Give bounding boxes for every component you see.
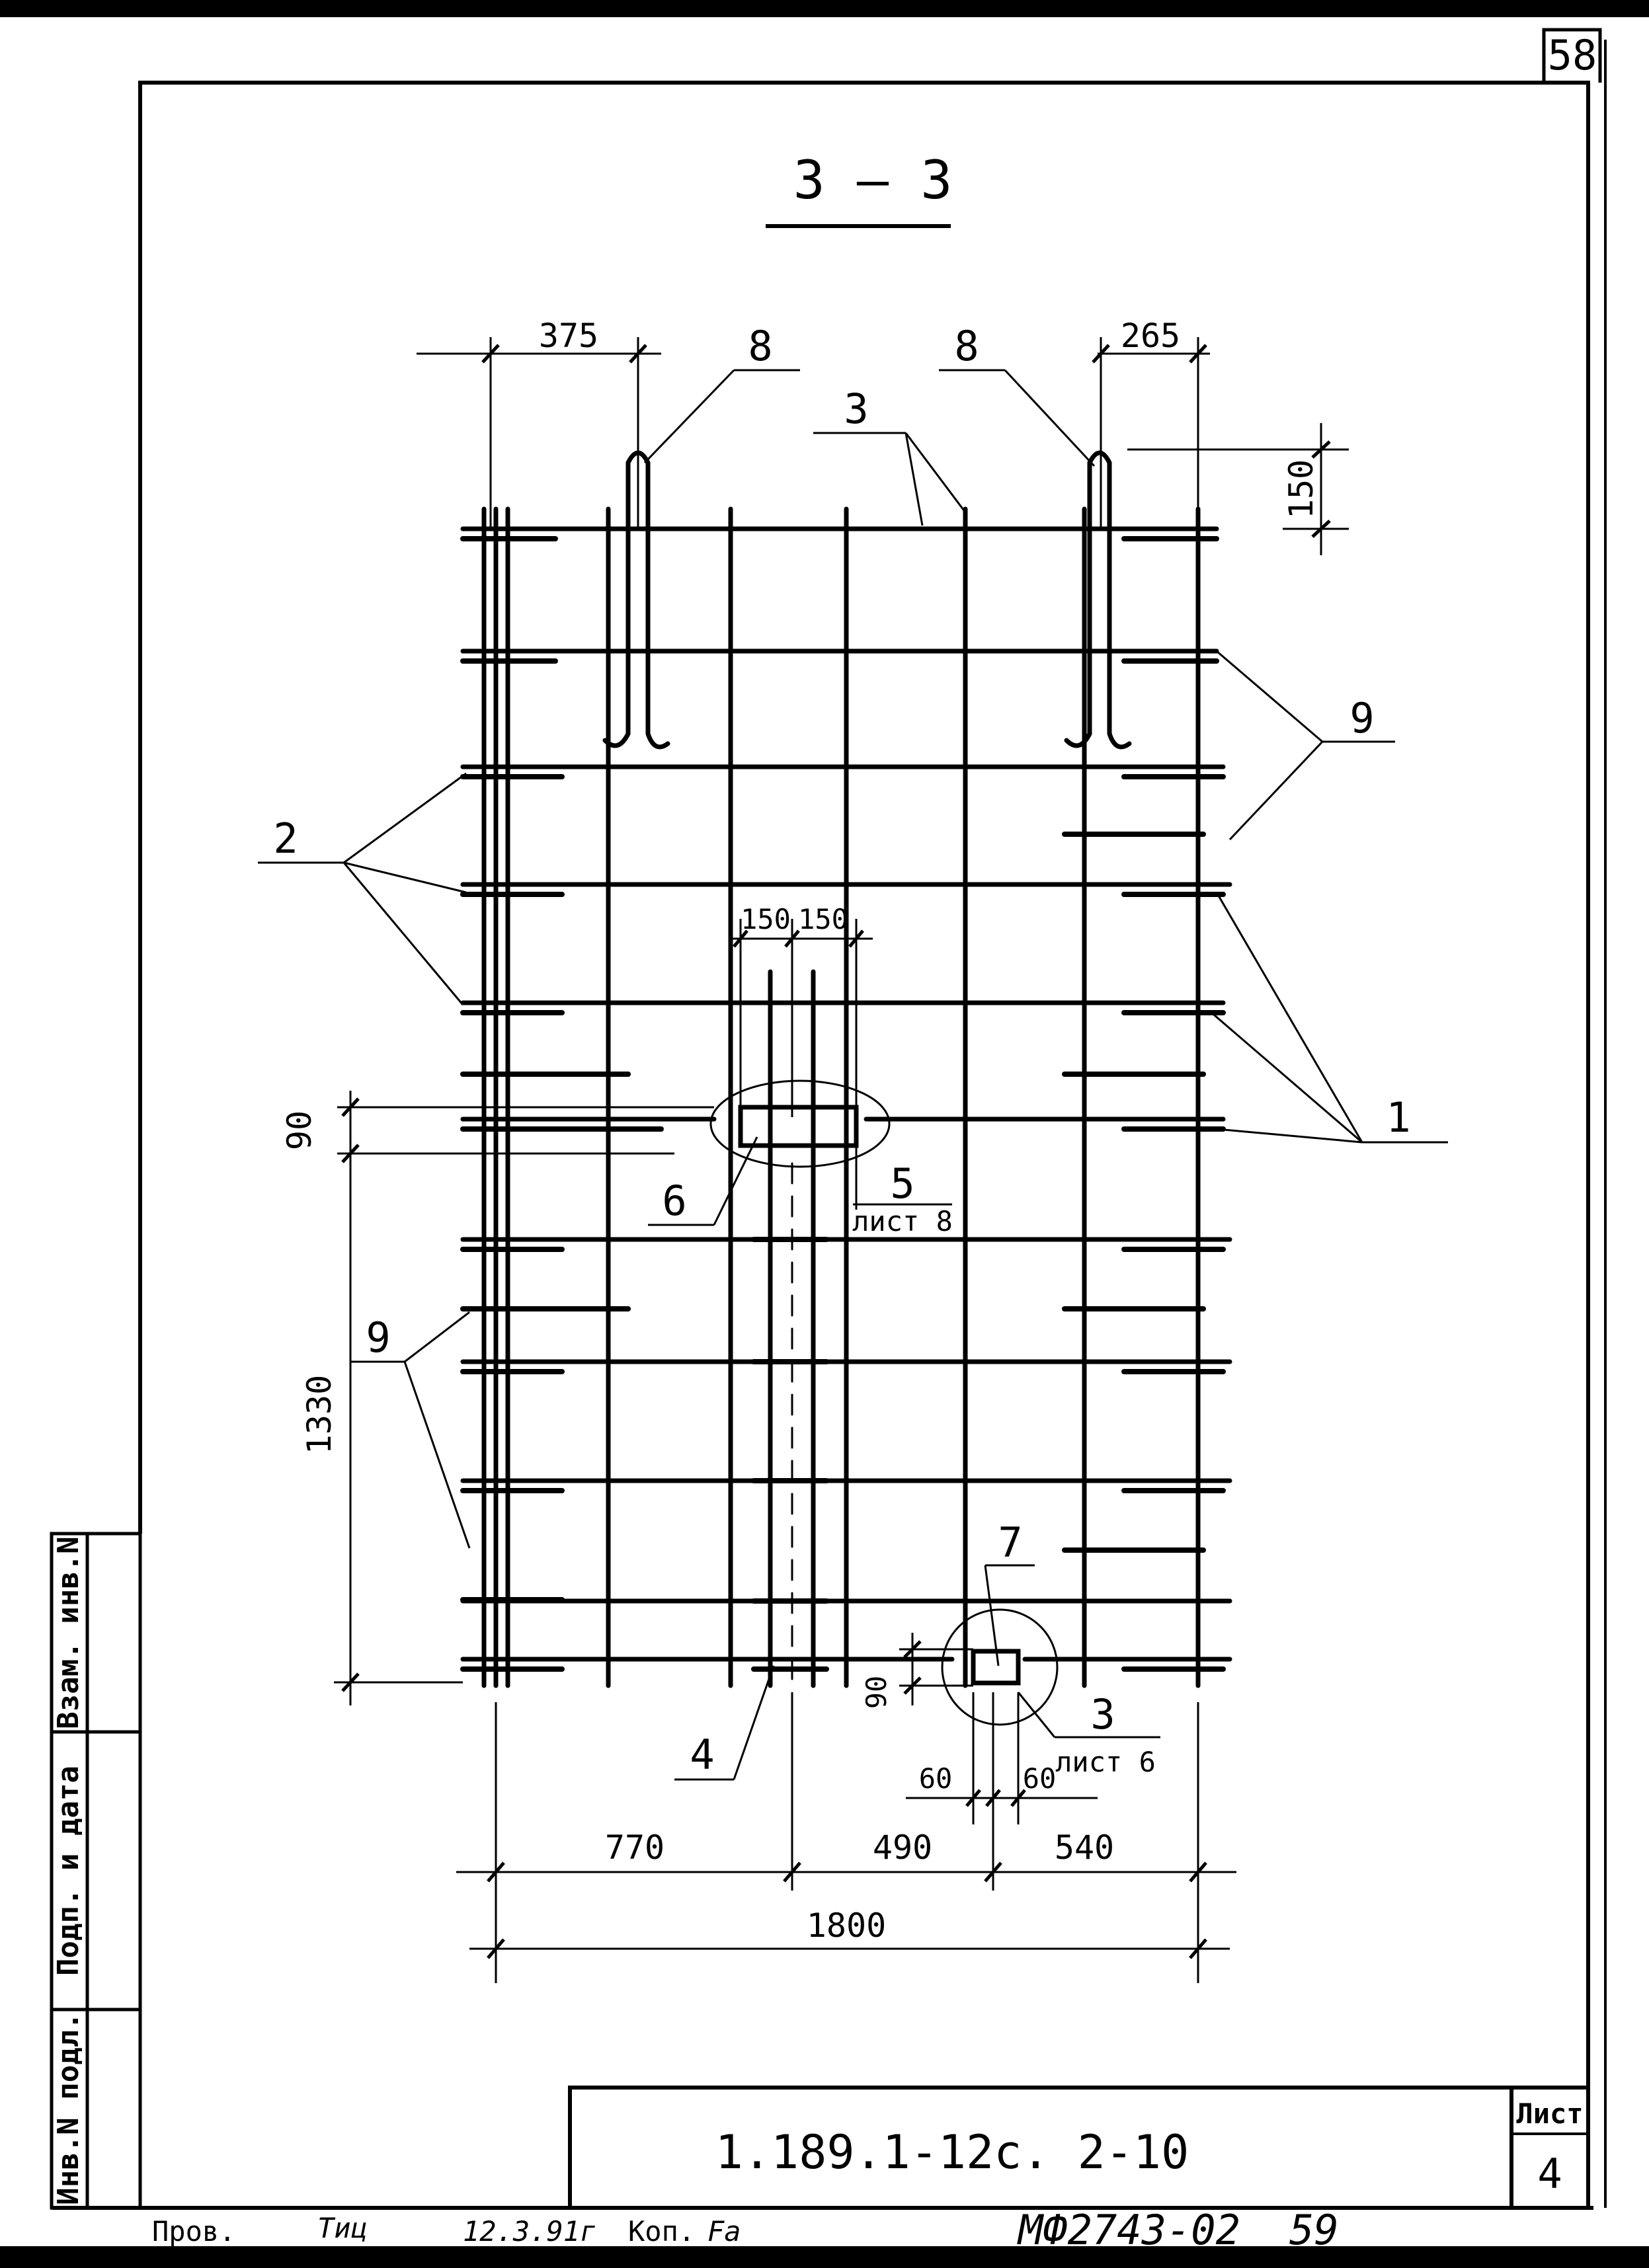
dim-90-left: 90 <box>280 1111 319 1150</box>
callout-6: 6 <box>662 1177 686 1225</box>
title-code: 1.189.1-12с. 2-10 <box>715 2125 1189 2179</box>
dim-1800: 1800 <box>807 1906 886 1945</box>
footer-kop-signature: Fa <box>707 2215 741 2248</box>
stamp-inv-podl: Инв.N подл. <box>52 2012 85 2205</box>
short-bars <box>460 536 1226 1672</box>
opening-6 <box>738 1105 859 1148</box>
footer-kop: Коп. <box>628 2215 695 2248</box>
page-number: 58 <box>1548 31 1597 79</box>
footer-doc-num: 59 <box>1289 2206 1339 2254</box>
dim-540: 540 <box>1055 1828 1114 1867</box>
callout-3-top: 3 <box>844 385 868 433</box>
callout-texts: 8 8 3 9 2 1 6 5 лист 8 9 4 7 3 лист 6 <box>273 322 1410 1779</box>
dim-490: 490 <box>873 1828 932 1867</box>
footer-doc-code: МФ2743-02 <box>1017 2206 1240 2254</box>
callout-5: 5 <box>890 1159 914 1208</box>
lifting-loops <box>602 450 1132 750</box>
title-block <box>568 2086 1588 2208</box>
callout-8-left: 8 <box>748 322 772 370</box>
footer-signature: Тиц <box>317 2212 368 2244</box>
dim-60-b: 60 <box>1023 1762 1057 1795</box>
stamp-podp-data: Подп. и дата <box>52 1766 85 1976</box>
callout-9-right: 9 <box>1349 694 1374 742</box>
detail-5-circle <box>709 1079 891 1168</box>
dim-375: 375 <box>539 317 598 355</box>
section-title: 3 — 3 <box>766 149 953 228</box>
dim-60-a: 60 <box>919 1762 953 1795</box>
dim-90-lower: 90 <box>860 1676 893 1709</box>
dim-265: 265 <box>1121 317 1180 355</box>
footer: Пров. Тиц 12.3.91г Коп. Fa МФ2743-02 59 <box>152 2206 1339 2254</box>
scan-top-border <box>0 0 1649 17</box>
section-title-text: 3 — 3 <box>793 149 953 211</box>
dimension-texts: 375 265 150 150 150 90 1330 90 60 60 770… <box>280 317 1320 1945</box>
opening-column-bars <box>768 969 816 1688</box>
dim-770: 770 <box>605 1828 664 1867</box>
dim-150-a: 150 <box>741 903 791 935</box>
callout-3-sheet: лист 6 <box>1055 1746 1156 1778</box>
dimension-lines <box>334 337 1349 1983</box>
callout-3-bottom: 3 <box>1090 1690 1115 1739</box>
callout-7: 7 <box>998 1518 1022 1567</box>
page-frame <box>52 40 1607 2210</box>
callout-5-sheet: лист 8 <box>852 1205 953 1237</box>
footer-date: 12.3.91г <box>463 2215 596 2248</box>
dim-1330: 1330 <box>300 1375 339 1454</box>
opening-7 <box>971 1649 1021 1686</box>
callout-1: 1 <box>1386 1093 1410 1142</box>
page-number-box: 58 <box>1542 28 1602 83</box>
reinforcement-cage <box>460 450 1232 1726</box>
sheet-number: 4 <box>1537 2150 1562 2198</box>
side-stamp <box>50 1532 142 2210</box>
sheet-label: Лист <box>1516 2097 1583 2130</box>
footer-prov: Пров. <box>152 2215 235 2248</box>
callout-2: 2 <box>273 814 298 863</box>
dim-150-right: 150 <box>1282 459 1320 519</box>
callout-8-right: 8 <box>954 322 979 370</box>
side-stamp-texts: Взам. инв.N Подп. и дата Инв.N подл. <box>52 1536 85 2205</box>
dim-150-b: 150 <box>798 903 848 935</box>
detail-3-circle <box>941 1608 1059 1726</box>
leader-lines <box>258 369 1448 1781</box>
callout-4: 4 <box>690 1731 714 1779</box>
callout-9-left: 9 <box>366 1313 390 1362</box>
stamp-vzam-inv: Взам. инв.N <box>52 1536 85 1729</box>
scan-bottom-border <box>0 2246 1649 2268</box>
